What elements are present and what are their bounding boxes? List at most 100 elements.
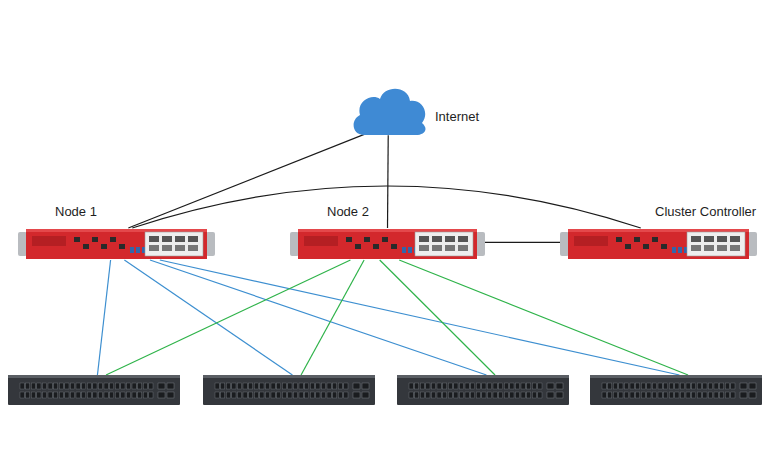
appliance-node: Node 2 <box>290 228 485 260</box>
switch-port <box>327 392 331 398</box>
switch-port <box>65 383 69 389</box>
module-slot <box>432 245 442 251</box>
switch-port <box>636 392 640 398</box>
switch-port <box>415 383 419 389</box>
network-switch <box>397 375 569 405</box>
network-link <box>160 260 680 375</box>
uplink-port <box>749 383 756 389</box>
switch-port <box>138 383 142 389</box>
switch-port <box>126 383 130 389</box>
switch-port <box>602 383 606 389</box>
port <box>92 237 98 242</box>
switch-port <box>697 383 701 389</box>
switch-port <box>487 392 491 398</box>
switch-port <box>93 392 97 398</box>
uplink-port <box>353 392 360 398</box>
switch-port <box>448 392 452 398</box>
switch-port <box>249 392 253 398</box>
internet-cloud: Internet <box>350 83 428 138</box>
module-slot <box>162 245 172 251</box>
switch-port <box>459 383 463 389</box>
switch-port <box>321 383 325 389</box>
switch-port <box>652 383 656 389</box>
expansion-panel <box>687 232 745 256</box>
switch-port <box>504 383 508 389</box>
switch-port <box>664 383 668 389</box>
switch-port <box>521 383 525 389</box>
switch-port <box>293 392 297 398</box>
switch-port <box>510 392 514 398</box>
switch-port <box>26 392 30 398</box>
port <box>83 244 89 249</box>
module-slot <box>717 245 727 251</box>
switch-port <box>641 392 645 398</box>
switch-port <box>608 383 612 389</box>
switch-top <box>203 375 375 378</box>
module-slot <box>445 236 455 242</box>
switch-port <box>624 392 628 398</box>
switch-port <box>459 392 463 398</box>
port <box>661 244 667 249</box>
switch-drawing <box>397 375 569 405</box>
switch-port <box>149 383 153 389</box>
chassis <box>298 229 477 259</box>
switch-port <box>426 392 430 398</box>
switch-port <box>697 392 701 398</box>
switch-port <box>602 392 606 398</box>
uplink-port <box>158 383 165 389</box>
chassis <box>568 229 749 259</box>
port <box>355 244 361 249</box>
switch-port <box>115 383 119 389</box>
port <box>364 237 370 242</box>
switch-port <box>110 383 114 389</box>
switch-port <box>221 392 225 398</box>
switch-drawing <box>8 375 180 405</box>
switch-top <box>8 375 180 378</box>
switch-port <box>20 383 24 389</box>
module-slot <box>419 245 429 251</box>
switch-port <box>636 383 640 389</box>
appliance-drawing <box>290 228 485 260</box>
switch-port <box>630 383 634 389</box>
switch-port <box>76 383 80 389</box>
appliance-drawing <box>18 228 215 260</box>
switch-port <box>471 392 475 398</box>
switch-port <box>254 392 258 398</box>
usb-port <box>678 247 682 253</box>
switch-port <box>26 383 30 389</box>
switch-top <box>590 375 762 378</box>
network-switch <box>590 375 762 405</box>
module-slot <box>730 236 740 242</box>
port <box>382 237 388 242</box>
switch-port <box>619 392 623 398</box>
switch-port <box>409 392 413 398</box>
switch-port <box>48 392 52 398</box>
module-slot <box>162 236 172 242</box>
switch-port <box>448 383 452 389</box>
switch-port <box>499 392 503 398</box>
switch-port <box>299 392 303 398</box>
switch-port <box>731 392 735 398</box>
switch-port <box>499 383 503 389</box>
appliance-node: Node 1 <box>18 228 215 260</box>
rack-ear <box>18 232 27 256</box>
rack-ear <box>748 232 757 256</box>
module-slot <box>175 245 185 251</box>
node-label: Internet <box>435 109 479 125</box>
switch-port <box>703 383 707 389</box>
switch-port <box>493 392 497 398</box>
switch-port <box>310 383 314 389</box>
switch-port <box>426 383 430 389</box>
switch-port <box>437 392 441 398</box>
port <box>119 244 125 249</box>
switch-port <box>260 383 264 389</box>
switch-port <box>54 383 58 389</box>
switch-port <box>510 383 514 389</box>
switch-port <box>59 383 63 389</box>
switch-port <box>76 392 80 398</box>
switch-port <box>725 383 729 389</box>
chassis-trim <box>26 229 207 232</box>
switch-port <box>471 383 475 389</box>
switch-port <box>669 383 673 389</box>
module-slot <box>419 236 429 242</box>
